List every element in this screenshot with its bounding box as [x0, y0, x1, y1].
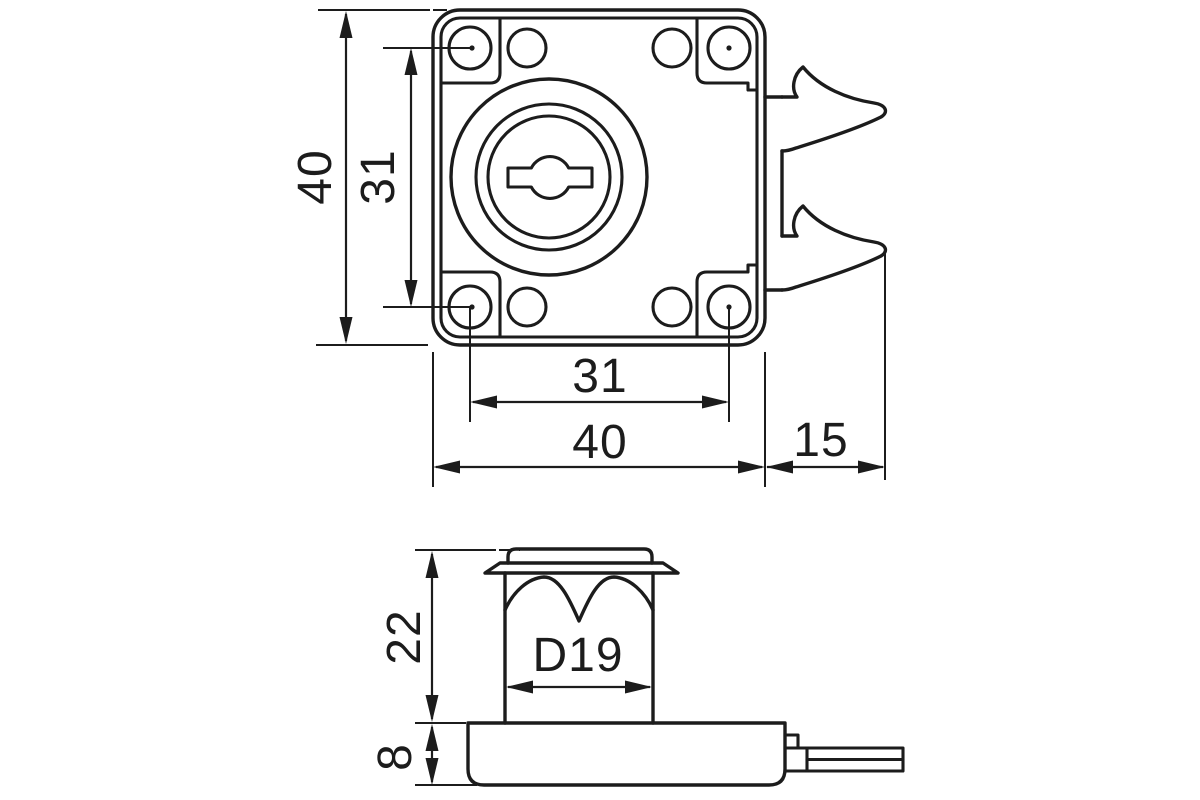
cylinder-face-inner: [486, 114, 612, 240]
cam-bolt: [783, 733, 905, 773]
mounting-hole-inner-tr: [651, 27, 693, 69]
arrowhead-up-icon: [425, 724, 439, 751]
arrowhead-left-icon: [506, 680, 533, 694]
arrowhead-right-icon: [738, 460, 765, 474]
dimension-annotations: 40 31 31 40 15 22 8 D19: [289, 9, 886, 786]
corner-tab-top-right: [695, 17, 758, 92]
arrowhead-down-icon: [425, 695, 439, 722]
mounting-hole-inner-bl: [506, 286, 548, 328]
arrowhead-up-icon: [404, 48, 418, 75]
side-view: [466, 547, 905, 787]
cylinder-face-middle: [474, 102, 624, 252]
dim-label-spacing-31-h: 31: [572, 350, 627, 403]
spring-washer-wave: [503, 575, 655, 623]
dim-label-width-40: 40: [572, 416, 627, 469]
keyhole: [506, 155, 594, 200]
dim-label-diameter-d19: D19: [532, 629, 623, 682]
hole-center-mark: [726, 304, 732, 310]
corner-tab-bottom-left: [440, 270, 502, 338]
latch: [763, 65, 888, 292]
corner-tab-top-left: [440, 17, 502, 85]
cam-bolt-step: [783, 733, 800, 750]
arrowhead-up-icon: [339, 11, 353, 38]
mounting-hole-corner-tr: [706, 25, 752, 71]
lock-body-inner-outline: [439, 16, 759, 339]
arrowhead-left-icon: [433, 460, 460, 474]
arrowhead-right-icon: [858, 460, 885, 474]
hole-center-mark: [726, 45, 732, 51]
arrowhead-up-icon: [425, 551, 439, 578]
arrowhead-down-icon: [339, 317, 353, 344]
cylinder-flange: [483, 561, 680, 575]
corner-tab-bottom-right: [695, 263, 758, 338]
mounting-hole-inner-tl: [506, 27, 548, 69]
cylinder-face-outer: [449, 77, 649, 277]
dim-label-height-40: 40: [289, 149, 342, 204]
arrowhead-down-icon: [425, 758, 439, 785]
arrowhead-right-icon: [702, 395, 729, 409]
dim-label-base-8: 8: [369, 743, 422, 771]
arrowhead-left-icon: [766, 460, 793, 474]
base-plate: [466, 721, 787, 787]
arrowhead-right-icon: [625, 680, 652, 694]
dim-label-latch-15: 15: [793, 414, 848, 467]
latch-prong-bottom: [780, 204, 888, 292]
hole-center-mark: [469, 304, 475, 310]
latch-prong-top: [780, 65, 888, 153]
mounting-hole-inner-br: [651, 286, 693, 328]
cylinder-cap: [506, 547, 654, 565]
lock-body-outer-outline: [431, 8, 767, 347]
dim-label-cyl-height-22: 22: [378, 609, 431, 664]
dim-label-spacing-31-v: 31: [352, 149, 405, 204]
arrowhead-down-icon: [404, 280, 418, 307]
arrowhead-left-icon: [470, 395, 497, 409]
hole-center-mark: [469, 45, 475, 51]
front-view: [431, 8, 888, 347]
